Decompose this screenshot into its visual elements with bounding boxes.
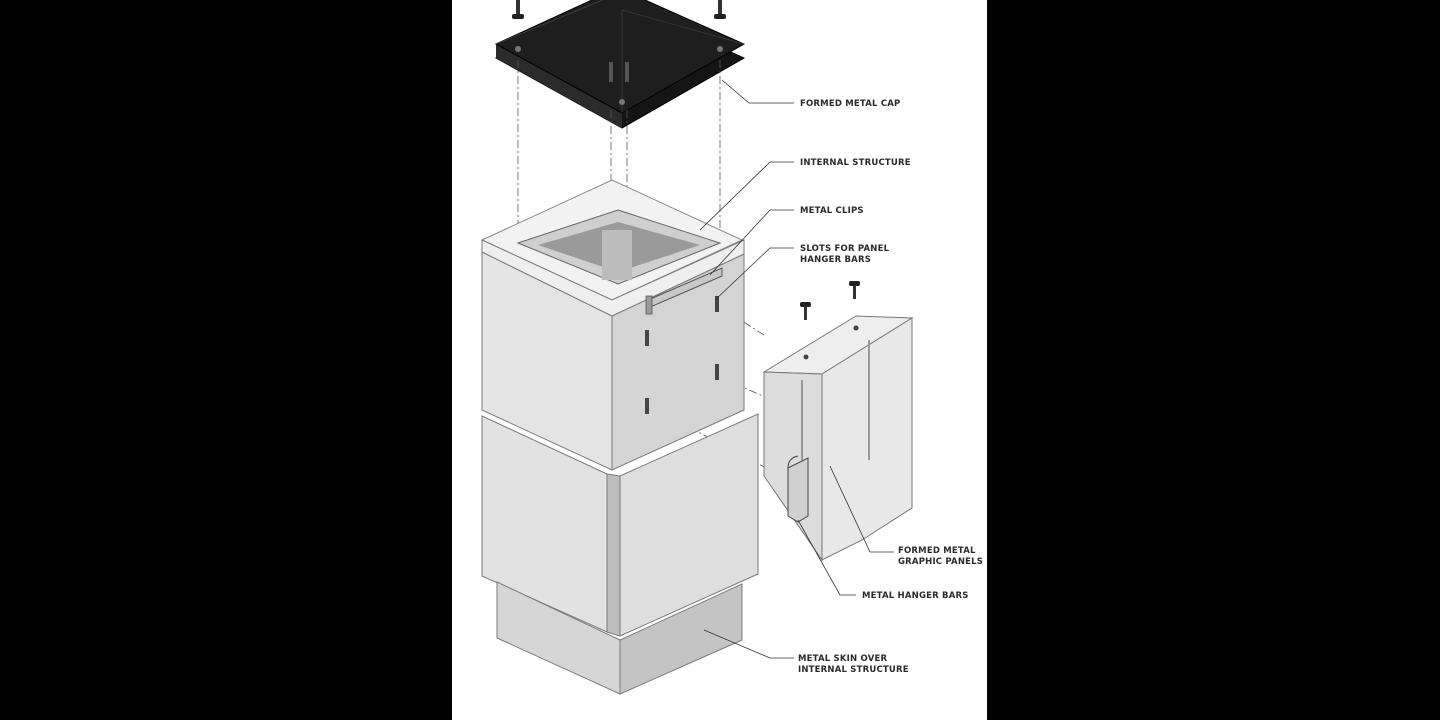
- label-metal-clips: METAL CLIPS: [800, 206, 864, 216]
- diagram-panel: FORMED METAL CAP INTERNAL STRUCTURE META…: [452, 0, 987, 720]
- metal-clip: [645, 267, 723, 315]
- label-internal-structure: INTERNAL STRUCTURE: [800, 158, 911, 168]
- column-body: [481, 239, 759, 695]
- label-slots-line1: SLOTS FOR PANEL: [800, 244, 890, 254]
- labels: FORMED METAL CAP INTERNAL STRUCTURE META…: [798, 99, 983, 675]
- cap-screws: [512, 0, 726, 82]
- label-skin-line2: INTERNAL STRUCTURE: [798, 665, 909, 675]
- label-graphic-panels-line2: GRAPHIC PANELS: [898, 557, 983, 567]
- label-skin-line1: METAL SKIN OVER: [798, 654, 887, 664]
- label-graphic-panels-line1: FORMED METAL: [898, 546, 976, 556]
- formed-metal-cap: [494, 0, 746, 129]
- label-slots-line2: HANGER BARS: [800, 255, 871, 265]
- panel-screws: [800, 281, 860, 320]
- graphic-panel: [762, 315, 914, 562]
- metal-hanger-bar: [787, 455, 809, 523]
- exploded-column-diagram: FORMED METAL CAP INTERNAL STRUCTURE META…: [480, 0, 983, 695]
- hanger-slots: [645, 296, 719, 414]
- label-formed-metal-cap: FORMED METAL CAP: [800, 99, 900, 109]
- label-hanger-bars: METAL HANGER BARS: [862, 591, 969, 601]
- leader-lines: [699, 79, 894, 659]
